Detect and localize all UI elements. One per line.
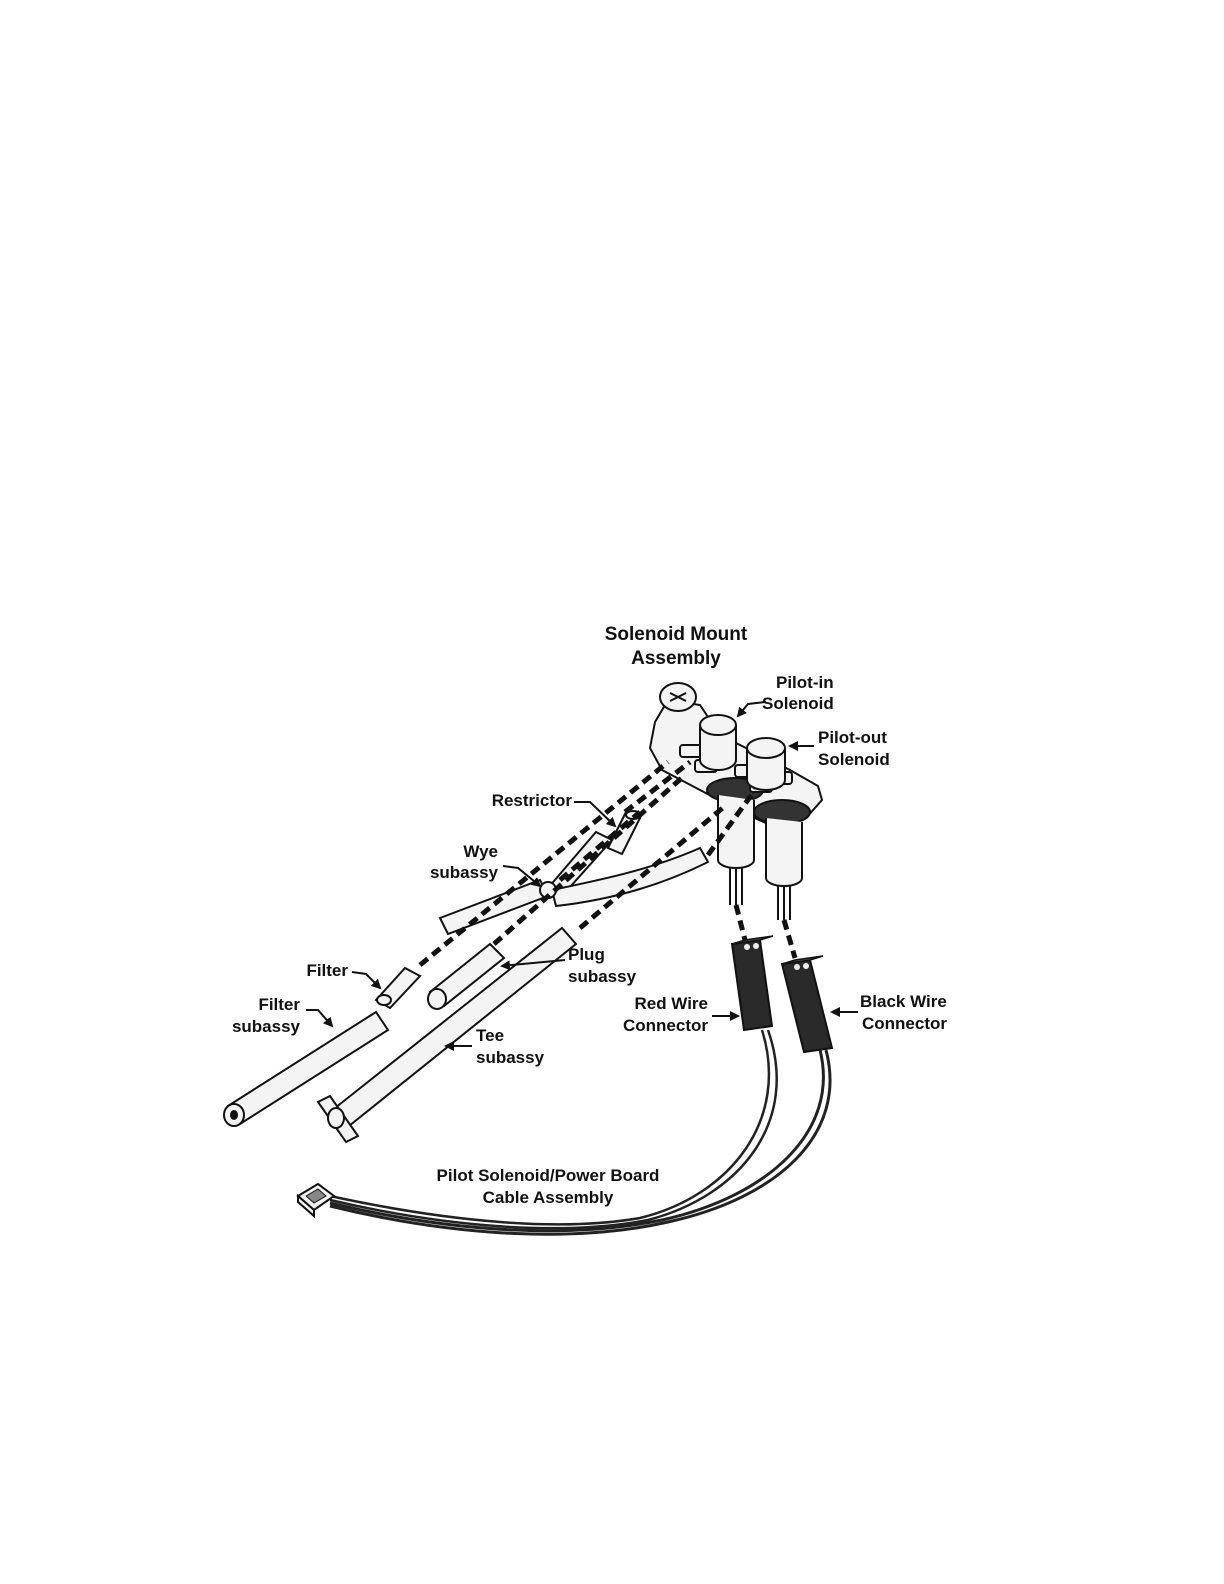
wye-label-2: subassy — [430, 863, 499, 882]
filter — [376, 968, 420, 1008]
solenoid-mount-label-2: Assembly — [631, 648, 721, 669]
red-wire-label-1: Red Wire — [634, 994, 708, 1013]
pilot-in-solenoid — [700, 715, 754, 905]
tee-label-1: Tee — [476, 1026, 504, 1045]
cable-label-2: Cable Assembly — [483, 1188, 614, 1207]
restrictor-label: Restrictor — [492, 791, 573, 810]
red-wire-connector — [732, 936, 773, 1030]
black-wire-connector — [782, 956, 832, 1052]
filter-subassy-label-1: Filter — [258, 995, 300, 1014]
pilot-out-label-1: Pilot-out — [818, 728, 887, 747]
filter-subassy-label-2: subassy — [232, 1017, 301, 1036]
tee-label-2: subassy — [476, 1048, 545, 1067]
pilot-out-solenoid — [747, 738, 802, 920]
red-wire-label-2: Connector — [623, 1016, 708, 1035]
black-wire-label-1: Black Wire — [860, 992, 947, 1011]
pilot-out-label-2: Solenoid — [818, 750, 890, 769]
filter-label: Filter — [306, 961, 348, 980]
plug-label-2: subassy — [568, 967, 637, 986]
pilot-in-label-1: Pilot-in — [776, 673, 834, 692]
plug-label-1: Plug — [568, 945, 605, 964]
solenoid-mount-label-1: Solenoid Mount — [605, 624, 748, 645]
pilot-in-label-2: Solenoid — [762, 694, 834, 713]
wye-label-1: Wye — [463, 842, 498, 861]
black-wire-label-2: Connector — [862, 1014, 947, 1033]
cable-label-1: Pilot Solenoid/Power Board — [437, 1166, 660, 1185]
